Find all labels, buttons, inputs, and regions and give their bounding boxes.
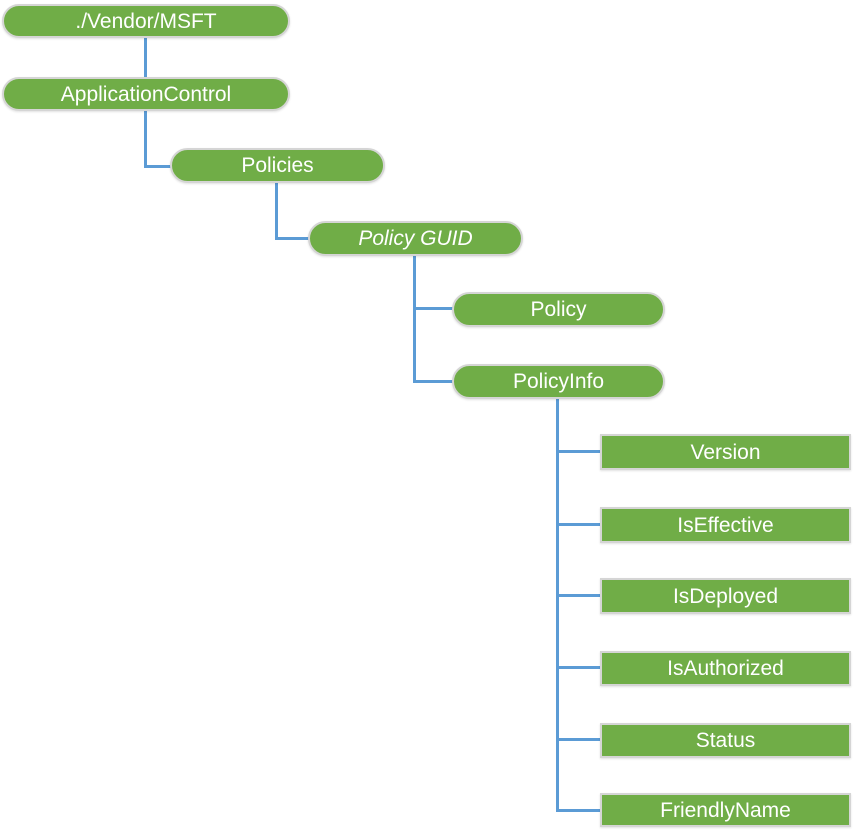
node-policy-info: PolicyInfo <box>452 364 665 399</box>
connector-appcontrol-to-policies-h <box>144 165 171 168</box>
node-application-control: ApplicationControl <box>2 77 290 111</box>
connector-policyinfo-to-iseffective <box>556 523 601 526</box>
node-vendor-msft: ./Vendor/MSFT <box>2 4 290 38</box>
node-version: Version <box>600 434 851 470</box>
node-status: Status <box>600 723 851 758</box>
node-is-deployed: IsDeployed <box>600 578 851 614</box>
connector-policyinfo-to-isauthorized <box>556 666 601 669</box>
node-is-effective: IsEffective <box>600 507 851 543</box>
connector-policyguid-to-policyinfo <box>413 380 453 383</box>
connector-policyinfo-to-version <box>556 450 601 453</box>
node-policy: Policy <box>452 292 665 327</box>
connector-policyinfo-to-isdeployed <box>556 594 601 597</box>
connector-policyinfo-to-status <box>556 738 601 741</box>
connector-appcontrol-to-policies-v <box>144 111 147 168</box>
connector-policyinfo-trunk <box>556 399 559 812</box>
node-friendly-name: FriendlyName <box>600 793 851 827</box>
connector-policyguid-trunk <box>413 256 416 383</box>
connector-policies-to-policyguid-h <box>275 237 309 240</box>
connector-vendor-to-appcontrol <box>144 38 147 78</box>
node-policy-guid: Policy GUID <box>308 221 523 256</box>
connector-policies-to-policyguid-v <box>275 183 278 240</box>
connector-policyinfo-to-friendlyname <box>556 809 601 812</box>
connector-policyguid-to-policy <box>413 307 453 310</box>
node-is-authorized: IsAuthorized <box>600 651 851 686</box>
node-policies: Policies <box>170 148 385 183</box>
